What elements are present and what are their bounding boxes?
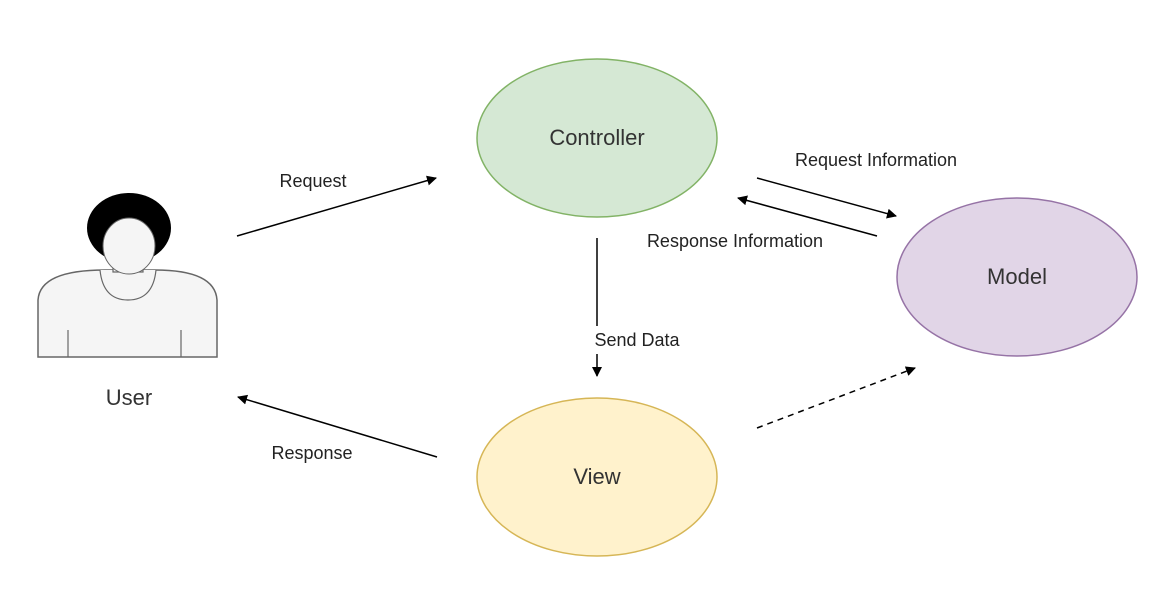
view-node bbox=[476, 397, 718, 557]
request-arrow bbox=[236, 175, 437, 237]
response-label: Response bbox=[271, 443, 352, 463]
user-label: User bbox=[106, 385, 152, 410]
controller-label: Controller bbox=[549, 125, 644, 150]
response-information-label: Response Information bbox=[647, 231, 823, 251]
response-information-arrow bbox=[737, 195, 878, 237]
model-node bbox=[896, 197, 1138, 357]
request-information-label: Request Information bbox=[795, 150, 957, 170]
response-arrow bbox=[237, 394, 438, 458]
send-data-label: Send Data bbox=[594, 330, 680, 350]
view-label: View bbox=[573, 464, 620, 489]
user-icon bbox=[37, 193, 218, 358]
model-label: Model bbox=[987, 264, 1047, 289]
send-data-label-bg bbox=[582, 326, 692, 354]
controller-node bbox=[476, 58, 718, 218]
view-model-dashed-arrow bbox=[756, 366, 916, 429]
request-label: Request bbox=[279, 171, 346, 191]
request-information-arrow bbox=[756, 177, 897, 219]
